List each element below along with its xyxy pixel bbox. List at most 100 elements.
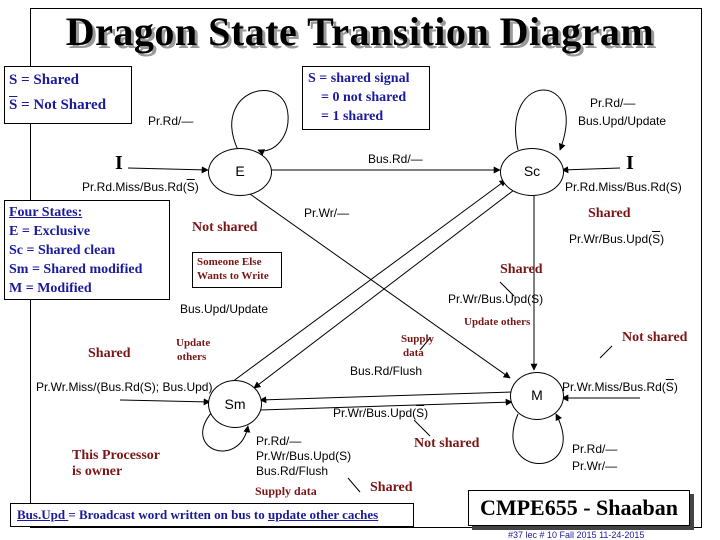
- footnote-term2: update other caches: [267, 507, 379, 522]
- pointer-shared-mid: [499, 281, 515, 297]
- label-i-to-e-post: ): [194, 180, 199, 194]
- label-sm-to-m-post: ): [424, 406, 429, 420]
- pointer-not-shared-right: [599, 345, 613, 359]
- state-def-m: M = Modified: [9, 281, 92, 296]
- signal-line-2: = 0 not shared: [321, 90, 407, 105]
- note-update-others-right: Update others: [464, 316, 531, 328]
- sc-self-loop: [515, 89, 567, 151]
- note-this-processor-1: This Processor: [72, 448, 161, 463]
- m-to-sm-arrow: [259, 391, 513, 404]
- course-badge: CMPE655 - Shaaban: [468, 490, 690, 526]
- note-not-shared-upper: Not shared: [192, 220, 258, 235]
- label-sc-self-1: Pr.Rd/—: [590, 96, 636, 110]
- i-to-sc-arrow: [561, 166, 621, 174]
- e-self-loop: [231, 90, 289, 156]
- note-shared-bottom: Shared: [370, 480, 413, 495]
- state-def-e: E = Exclusive: [9, 224, 91, 239]
- label-sc-to-m: Pr.Wr/Bus.Upd(S): [569, 232, 664, 246]
- label-sm-self-2: Pr.Wr/Bus.Upd(S): [256, 449, 352, 463]
- sc-to-sm-arrow: [253, 189, 515, 389]
- pointer-supply-mid: [419, 337, 431, 351]
- someone-else-box: Someone Else Wants to Write: [192, 252, 282, 288]
- label-sc-self-2: Bus.Upd/Update: [578, 114, 667, 128]
- label-m-self-2: Pr.Wr/—: [572, 459, 618, 473]
- label-i-to-m-post: ): [673, 380, 678, 394]
- label-sm-to-sc: Bus.Upd/Update: [180, 302, 269, 316]
- label-sc-to-m-s: S: [652, 232, 661, 246]
- course-badge-text: CMPE655 - Shaaban: [479, 495, 679, 520]
- slide-info: #37 lec # 10 Fall 2015 11-24-2015: [508, 530, 645, 540]
- state-m-label: M: [531, 387, 543, 403]
- signal-line-3: = 1 shared: [321, 109, 384, 124]
- state-sm: Sm: [208, 380, 262, 428]
- label-m-to-sm: Bus.Rd/Flush: [350, 364, 423, 378]
- note-someone-else-2: Wants to Write: [197, 270, 269, 282]
- footnote-mid: = Broadcast word written on bus to: [68, 507, 268, 522]
- label-m-self-1: Pr.Rd/—: [572, 442, 618, 456]
- legend-not-shared-text: = Not Shared: [17, 97, 107, 113]
- note-supply-data-bottom: Supply data: [255, 484, 317, 498]
- legend-shared: S = Shared: [9, 72, 79, 88]
- label-sc-to-m-post: ): [660, 232, 665, 246]
- sm-self-loop: [202, 411, 251, 452]
- note-shared-top-right: Shared: [588, 206, 631, 221]
- footnote-box: Bus.Upd = Broadcast word written on bus …: [10, 503, 414, 527]
- pointer-shared-bottom: [347, 477, 361, 493]
- pointer-not-shared-lower: [413, 419, 431, 437]
- note-this-processor-2: is owner: [72, 464, 123, 479]
- footnote-text: Bus.Upd = Broadcast word written on bus …: [17, 507, 378, 523]
- note-update-others-left-1: Update: [176, 337, 211, 349]
- i-to-e-arrow: [127, 166, 209, 174]
- states-box: Four States: E = Exclusive Sc = Shared c…: [4, 200, 170, 300]
- label-sm-to-m: Pr.Wr/Bus.Upd(S): [333, 406, 428, 420]
- label-sm-self-3: Bus.Rd/Flush: [256, 464, 329, 478]
- label-i-to-sc: Pr.Rd.Miss/Bus.Rd(S): [565, 180, 682, 194]
- label-sm-to-m-s: S: [416, 406, 425, 420]
- note-not-shared-lower: Not shared: [414, 436, 480, 451]
- i-to-sm-arrow: [119, 398, 211, 406]
- label-i-to-m: Pr.Wr.Miss/Bus.Rd(S): [562, 380, 678, 394]
- label-sc-to-m-pre: Pr.Wr/Bus.Upd(: [569, 232, 653, 246]
- initial-mark-left: I: [115, 152, 123, 174]
- states-heading: Four States:: [9, 205, 83, 220]
- legend-not-shared: S = Not Shared: [9, 97, 106, 114]
- note-shared-left: Shared: [88, 346, 131, 361]
- sm-to-sc-arrow: [231, 179, 507, 383]
- label-i-to-e-pre: Pr.Rd.Miss/Bus.Rd(: [82, 180, 187, 194]
- signal-box: S = shared signal = 0 not shared = 1 sha…: [302, 66, 430, 130]
- state-sc-label: Sc: [523, 163, 541, 179]
- label-e-self: Pr.Rd/—: [148, 114, 194, 128]
- state-m: M: [510, 372, 564, 420]
- state-def-sc: Sc = Shared clean: [9, 243, 116, 258]
- state-sm-label: Sm: [224, 396, 246, 412]
- label-i-to-sm: Pr.Wr.Miss/(Bus.Rd(S); Bus.Upd): [36, 380, 213, 394]
- label-i-to-e: Pr.Rd.Miss/Bus.Rd(S): [82, 180, 199, 194]
- note-update-others-left-2: others: [177, 351, 207, 363]
- signal-line-1: S = shared signal: [308, 71, 410, 86]
- footnote-term: Bus.Upd: [17, 507, 69, 522]
- label-sc-to-sm: Pr.Wr/Bus.Upd(S): [448, 292, 544, 306]
- note-supply-data-mid-2: data: [403, 347, 424, 359]
- state-def-sm: Sm = Shared modified: [9, 262, 143, 277]
- label-i-to-m-s: S: [665, 380, 674, 394]
- label-sm-self-1: Pr.Rd/—: [256, 434, 302, 448]
- label-e-to-m: Pr.Wr/—: [304, 206, 350, 220]
- label-i-to-m-pre: Pr.Wr.Miss/Bus.Rd(: [562, 380, 666, 394]
- label-e-to-sc: Bus.Rd/—: [368, 152, 423, 166]
- state-e: E: [208, 148, 272, 196]
- m-self-loop: [512, 413, 564, 464]
- page-title: Dragon State Transition Diagram: [65, 9, 655, 54]
- sm-to-m-arrow: [259, 398, 513, 411]
- initial-mark-right: I: [626, 152, 634, 174]
- legend-box: S = Shared S = Not Shared: [4, 66, 132, 124]
- note-shared-mid-right: Shared: [500, 262, 543, 277]
- label-sm-to-m-pre: Pr.Wr/Bus.Upd(: [333, 406, 417, 420]
- e-to-m-arrow: [249, 193, 511, 379]
- note-supply-data-mid-1: Supply: [401, 333, 435, 345]
- legend-s-bar: S: [9, 97, 18, 113]
- note-not-shared-right: Not shared: [622, 330, 688, 345]
- note-someone-else-1: Someone Else: [197, 256, 262, 268]
- label-i-to-e-s: S: [186, 180, 195, 194]
